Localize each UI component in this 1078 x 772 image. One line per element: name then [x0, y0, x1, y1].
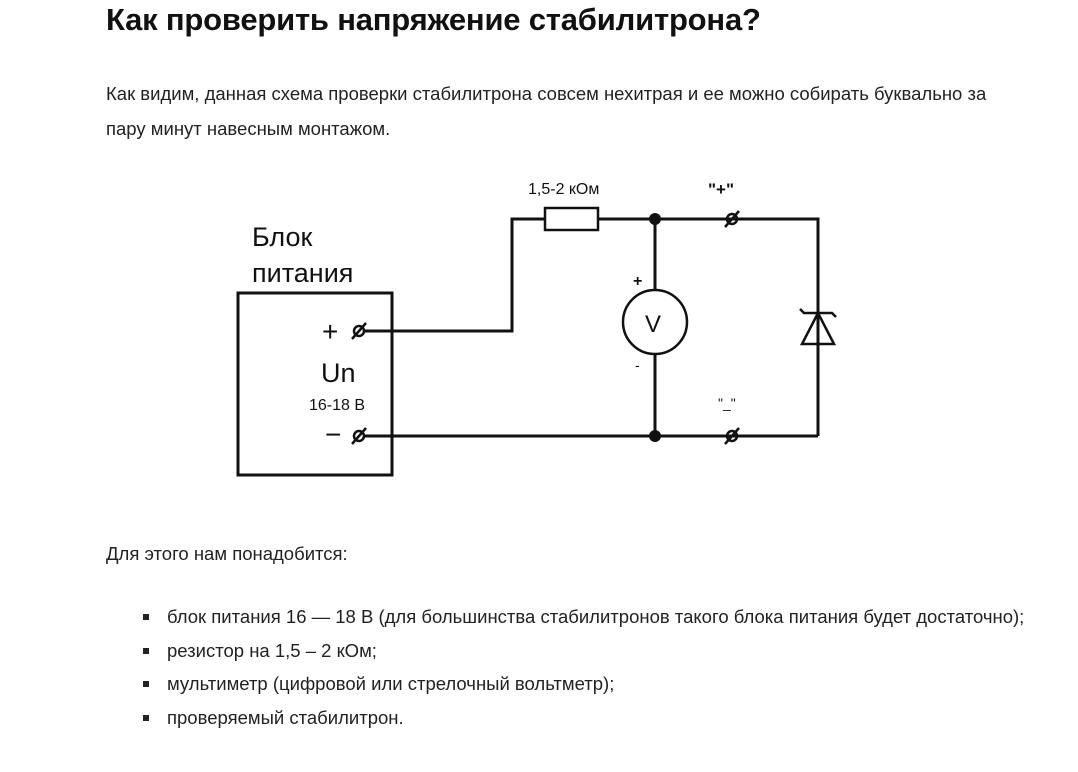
resistor [543, 206, 600, 232]
requirements-intro: Для этого нам понадобится: [106, 543, 348, 564]
psu-label-1: Блок [252, 222, 312, 252]
wire-top [598, 217, 820, 436]
vm-minus-label: - [635, 357, 640, 373]
list-item: блок питания 16 — 18 В (для большинства … [140, 600, 1040, 634]
page-title: Как проверить напряжение стабилитрона? [106, 2, 761, 37]
resistor-label: 1,5-2 кОм [528, 181, 599, 198]
list-item: мультиметр (цифровой или стрелочный воль… [140, 667, 1040, 701]
list-item: резистор на 1,5 – 2 кОм; [140, 634, 1040, 668]
power-supply-box [236, 291, 394, 477]
terminal-minus-label: "_" [718, 395, 736, 411]
list-item: проверяемый стабилитрон. [140, 701, 1040, 735]
terminal-icons [351, 210, 740, 445]
wire-plus [365, 217, 545, 333]
terminal-plus-label: "+" [708, 180, 734, 199]
zener-diode-icon [799, 308, 837, 346]
voltmeter [621, 288, 689, 356]
vm-plus-label: + [633, 273, 642, 290]
voltage-label: 16-18 В [309, 397, 365, 414]
requirements-list: блок питания 16 — 18 В (для большинства … [140, 600, 1040, 734]
psu-minus: − [325, 419, 341, 450]
intro-paragraph: Как видим, данная схема проверки стабили… [106, 83, 987, 139]
junction-bottom [649, 430, 661, 442]
psu-plus: + [322, 316, 338, 347]
psu-label-2: питания [252, 258, 353, 288]
junction-top [649, 213, 661, 225]
un-label: Un [321, 358, 356, 388]
voltmeter-label: V [645, 311, 661, 338]
